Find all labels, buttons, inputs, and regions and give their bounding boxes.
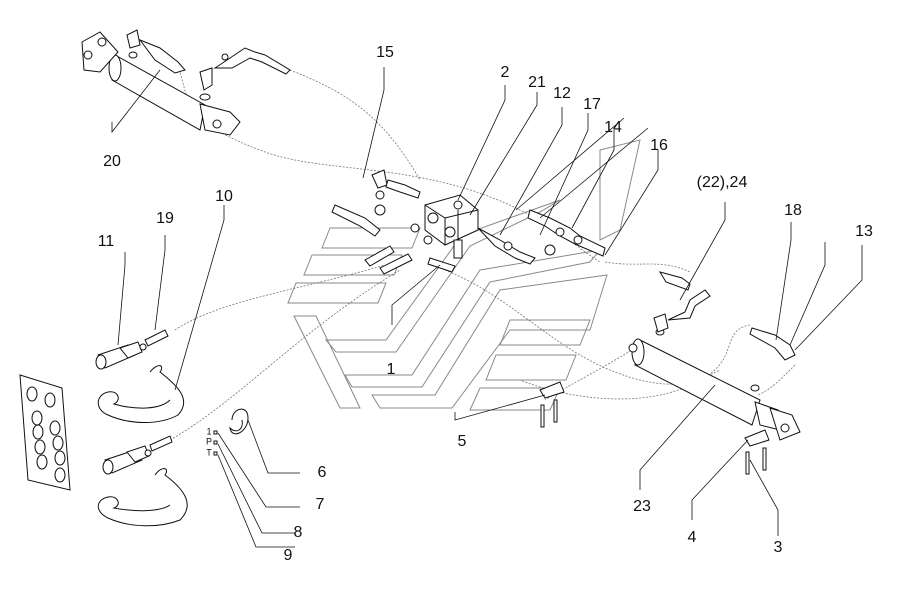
callout-19: 19	[156, 210, 174, 227]
watermark-logo	[287, 139, 641, 411]
callout-9: 9	[283, 547, 293, 564]
callout-14: 14	[604, 119, 622, 136]
cylinder-23	[539, 271, 801, 475]
port-marker-p: P	[205, 436, 213, 447]
callout-18: 18	[784, 202, 802, 219]
callout-6: 6	[317, 464, 327, 481]
callout-8: 8	[293, 524, 303, 541]
callout-15: 15	[376, 44, 394, 61]
callout-20: 20	[103, 153, 121, 170]
callout-22-24: (22),24	[696, 174, 748, 191]
callout-7: 7	[315, 496, 325, 513]
callout-21: 21	[528, 74, 546, 91]
callout-23: 23	[633, 498, 651, 515]
callout-5: 5	[457, 433, 467, 450]
cylinder-20	[81, 29, 291, 136]
callout-10: 10	[215, 188, 233, 205]
callout-4: 4	[687, 529, 697, 546]
callout-3: 3	[773, 539, 783, 556]
callout-2: 2	[500, 64, 510, 81]
callout-13: 13	[855, 223, 873, 240]
valve-block	[331, 169, 606, 275]
callout-1: 1	[386, 361, 396, 378]
port-marker-1: 1	[206, 426, 212, 437]
callout-17: 17	[583, 96, 601, 113]
callout-16: 16	[650, 137, 668, 154]
leader-lines	[111, 67, 863, 548]
port-marker-t: T	[206, 447, 212, 458]
callout-11: 11	[97, 233, 115, 250]
quick-couplers	[19, 329, 249, 527]
callout-12: 12	[553, 85, 571, 102]
